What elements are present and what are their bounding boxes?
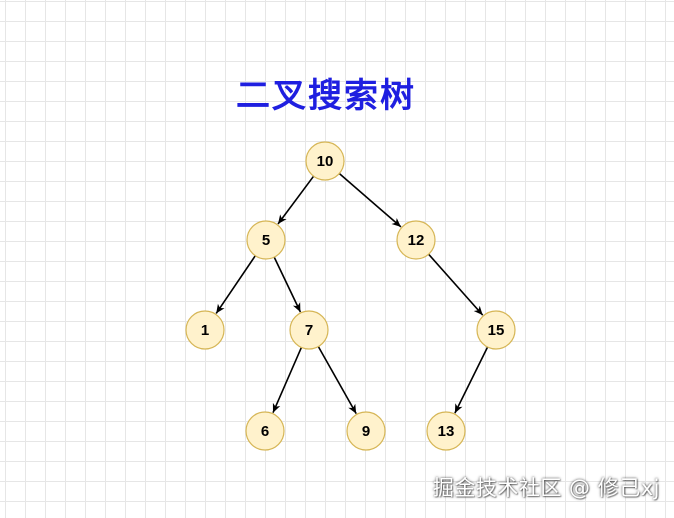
edges-layer: [215, 172, 489, 414]
tree-node-10: 10: [305, 141, 345, 181]
node-circle: [246, 220, 286, 260]
node-label: 5: [262, 232, 270, 249]
tree-node-13: 13: [426, 411, 466, 451]
node-circle: [245, 411, 285, 451]
node-label: 15: [488, 322, 505, 339]
node-label: 13: [438, 423, 455, 440]
tree-node-7: 7: [289, 310, 329, 350]
edge-n10-n12: [338, 172, 402, 228]
tree-node-9: 9: [346, 411, 386, 451]
edge-n5-n1: [215, 255, 256, 314]
node-circle: [305, 141, 345, 181]
node-label: 1: [201, 322, 209, 339]
edge-n7-n6: [272, 347, 303, 414]
node-circle: [346, 411, 386, 451]
tree-node-1: 1: [185, 310, 225, 350]
edge-n7-n9: [317, 346, 357, 414]
node-circle: [396, 220, 436, 260]
node-label: 6: [261, 423, 269, 440]
tree-node-5: 5: [246, 220, 286, 260]
node-label: 12: [408, 232, 425, 249]
edge-n12-n15: [428, 253, 484, 316]
tree-node-6: 6: [245, 411, 285, 451]
watermark: 掘金技术社区 @ 修己xj: [432, 476, 660, 500]
node-circle: [289, 310, 329, 350]
node-circle: [476, 310, 516, 350]
nodes-layer: 10 5 12 1 7 15 6 9 13: [185, 141, 516, 451]
edge-n5-n7: [273, 256, 302, 313]
node-circle: [185, 310, 225, 350]
node-label: 7: [305, 322, 313, 339]
node-circle: [426, 411, 466, 451]
tree-node-15: 15: [476, 310, 516, 350]
node-label: 9: [362, 423, 370, 440]
edge-n15-n13: [454, 346, 489, 414]
tree-node-12: 12: [396, 220, 436, 260]
diagram-title: 二叉搜索树: [236, 76, 416, 116]
node-label: 10: [317, 153, 334, 170]
edge-n10-n5: [277, 175, 315, 225]
